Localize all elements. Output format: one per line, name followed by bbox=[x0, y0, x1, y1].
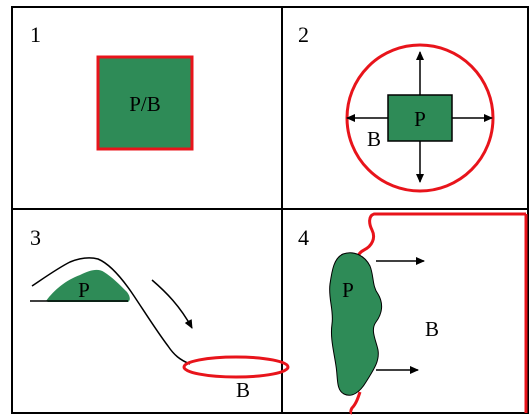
panel-3-ellipse bbox=[182, 355, 290, 379]
panel-4-number: 4 bbox=[298, 225, 309, 250]
panel-4: 4 P B bbox=[298, 212, 528, 415]
panel-3: 3 P B bbox=[30, 225, 290, 402]
panel-3-blob bbox=[46, 269, 130, 302]
panel-2-number: 2 bbox=[298, 22, 309, 47]
panel-2-label-p: P bbox=[414, 107, 426, 131]
panel-4-label-b: B bbox=[425, 317, 439, 341]
panel-3-label-b: B bbox=[236, 378, 250, 402]
panel-4-blob bbox=[329, 252, 383, 396]
panel-2-square bbox=[387, 94, 453, 142]
panel-3-hill bbox=[31, 257, 191, 365]
panel-3-number: 3 bbox=[30, 225, 41, 250]
panel-1-number: 1 bbox=[30, 22, 41, 47]
panel-2: 2 P B bbox=[298, 22, 495, 193]
panel-2-label-b: B bbox=[367, 127, 381, 151]
panel-3-label-p: P bbox=[78, 278, 90, 302]
panel-3-arrow bbox=[151, 279, 193, 329]
panel-1-square bbox=[96, 55, 194, 151]
panel-1: 1 P/B bbox=[30, 22, 194, 151]
panel-4-label-p: P bbox=[342, 278, 354, 302]
panel-1-label: P/B bbox=[129, 92, 161, 116]
